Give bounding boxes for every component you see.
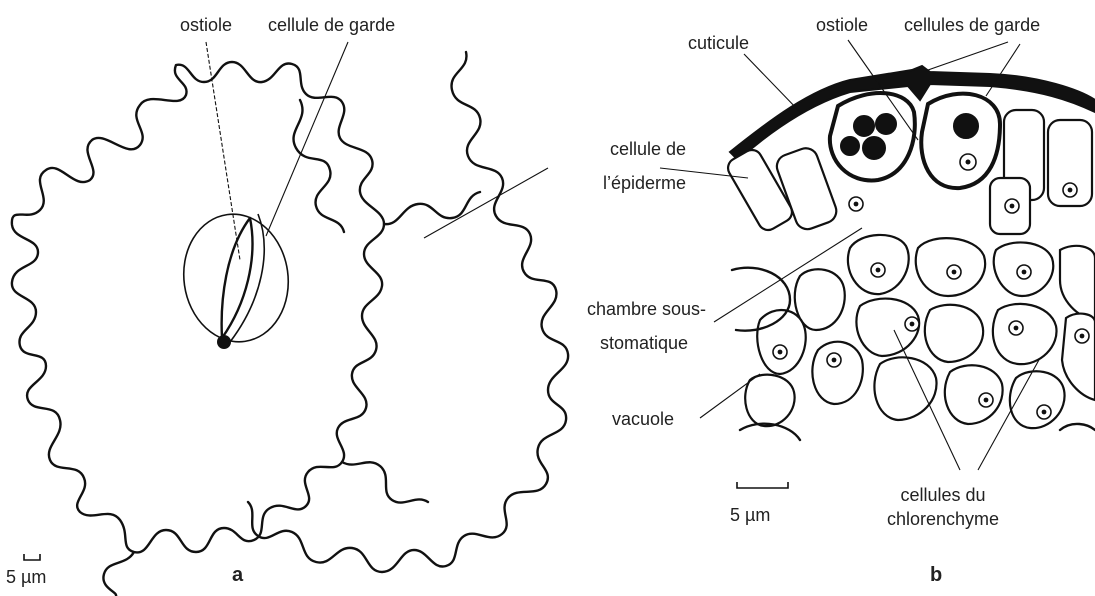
panel-label-b: b <box>930 564 942 587</box>
chlorenchyme-cell <box>1010 371 1065 428</box>
chlorenchyme-cell <box>745 375 794 427</box>
ostiole-pore <box>222 218 253 338</box>
label-chambre-line2: stomatique <box>548 332 688 354</box>
label-chlorenchyme-line1: cellules du <box>868 484 1018 506</box>
guard-cell-pair <box>176 207 297 348</box>
chlorenchyme-cell <box>993 304 1057 364</box>
panel-a-leaders <box>206 42 548 260</box>
label-chambre-line1: chambre sous- <box>548 298 706 320</box>
scale-label-b: 5 µm <box>730 504 770 526</box>
label-ostiole-a: ostiole <box>180 14 232 36</box>
chlorenchyme-cell <box>1062 314 1095 400</box>
label-ostiole-b: ostiole <box>816 14 868 36</box>
chloroplast <box>841 137 859 155</box>
leader-cellules-de-garde <box>928 42 1008 70</box>
chlorenchyme-cell <box>925 305 983 362</box>
chlorenchyme-cell <box>812 342 863 404</box>
chlorenchyme-cell <box>945 365 1003 424</box>
epidermal-cell-left-outline <box>12 62 384 552</box>
label-epiderme-line2: l’épiderme <box>560 172 686 194</box>
panel-label-a: a <box>232 564 243 587</box>
label-vacuole: vacuole <box>612 408 674 430</box>
leader-epiderme <box>424 168 548 238</box>
guard-cell-right <box>921 94 1000 189</box>
chlorenchyme-cell <box>1060 246 1095 320</box>
label-chlorenchyme-line2: chlorenchyme <box>868 508 1018 530</box>
label-epiderme-line1: cellule de <box>560 138 686 160</box>
label-cellule-de-garde: cellule de garde <box>268 14 395 36</box>
chloroplast <box>954 114 978 138</box>
scale-bar-a <box>24 554 40 560</box>
guard-cell-inner-wall <box>230 214 264 342</box>
label-cuticule: cuticule <box>688 32 749 54</box>
chlorenchyme <box>745 235 1095 428</box>
leader-cellule-de-garde <box>266 42 348 236</box>
leader-cuticule <box>744 54 800 112</box>
label-cellules-de-garde: cellules de garde <box>904 14 1040 36</box>
chlorenchyme-cell <box>874 357 936 420</box>
guard-cell-end <box>218 336 230 348</box>
scale-label-a: 5 µm <box>6 566 46 588</box>
chloroplast <box>876 114 896 134</box>
epidermal-cell-left-inner-wall <box>294 100 344 232</box>
epidermal-cell-lower-wall <box>103 552 134 596</box>
epidermal-lower-wall <box>342 462 428 503</box>
chloroplast <box>854 116 874 136</box>
panel-b-drawing <box>724 66 1095 440</box>
scale-bar-b <box>737 482 788 488</box>
panel-a-drawing <box>12 52 568 596</box>
chloroplast <box>863 137 885 159</box>
leader-ostiole-a <box>206 42 240 260</box>
epidermal-shared-wall <box>384 192 480 224</box>
